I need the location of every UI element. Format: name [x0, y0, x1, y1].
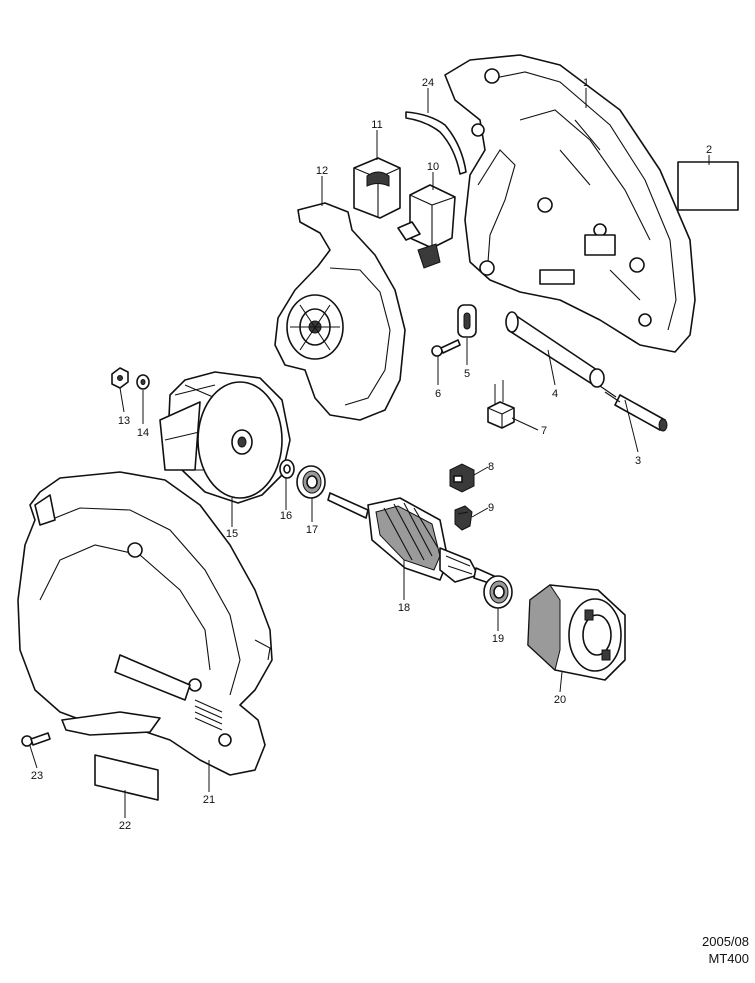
- callout-6: 6: [435, 388, 441, 400]
- flat-washer: [136, 374, 150, 390]
- callout-13: 13: [118, 415, 130, 427]
- label-plate-left: [94, 754, 159, 801]
- callout-17: 17: [306, 524, 318, 536]
- screw-housing: [21, 732, 51, 747]
- callout-11: 11: [371, 119, 382, 131]
- screw-cord-holder: [431, 339, 461, 357]
- blower-fan: [159, 371, 291, 504]
- armature: [327, 492, 495, 585]
- callout-18: 18: [398, 602, 410, 614]
- fan-baffle-plate: [274, 202, 406, 421]
- cord-guard: [505, 311, 605, 388]
- insulation-strip: [405, 111, 467, 175]
- label-plate-right: [677, 161, 739, 211]
- callout-numbers: 1 2 3 4 5 6 7 8 9 10 11 12 13 14 15 16 1…: [31, 77, 712, 832]
- footer-date: 2005/08: [702, 934, 749, 949]
- callout-19: 19: [492, 633, 504, 645]
- callout-8: 8: [488, 461, 494, 473]
- callout-7: 7: [541, 425, 547, 437]
- spacer-ring: [279, 459, 295, 479]
- callout-16: 16: [280, 510, 292, 522]
- brush-holder: [449, 463, 475, 493]
- housing-left-half: [17, 471, 273, 776]
- noise-suppressor: [487, 380, 515, 429]
- callout-20: 20: [554, 694, 566, 706]
- hex-nut-hole: [117, 375, 123, 381]
- callout-1: 1: [583, 77, 589, 89]
- field-core: [527, 584, 626, 681]
- switch-box: [353, 157, 401, 219]
- callout-21: 21: [203, 794, 215, 806]
- callout-2: 2: [706, 144, 712, 156]
- callout-24: 24: [422, 77, 434, 89]
- callout-9: 9: [488, 502, 494, 514]
- housing-right-half: [444, 54, 696, 353]
- callout-10: 10: [427, 161, 439, 173]
- footer-model-number: MT400: [708, 951, 749, 966]
- callout-22: 22: [119, 820, 131, 832]
- callout-3: 3: [635, 455, 641, 467]
- switch-unit: [397, 184, 456, 269]
- ball-bearing-rear: [483, 575, 513, 609]
- ball-bearing-front: [296, 465, 326, 499]
- callout-12: 12: [316, 165, 328, 177]
- power-cord: [599, 385, 668, 432]
- callout-15: 15: [226, 528, 238, 540]
- leader-lines: [29, 88, 710, 818]
- callout-14: 14: [137, 427, 149, 439]
- callout-5: 5: [464, 368, 470, 380]
- callout-23: 23: [31, 770, 43, 782]
- cord-holder: [457, 304, 477, 338]
- callout-4: 4: [552, 388, 558, 400]
- carbon-brush: [454, 505, 473, 531]
